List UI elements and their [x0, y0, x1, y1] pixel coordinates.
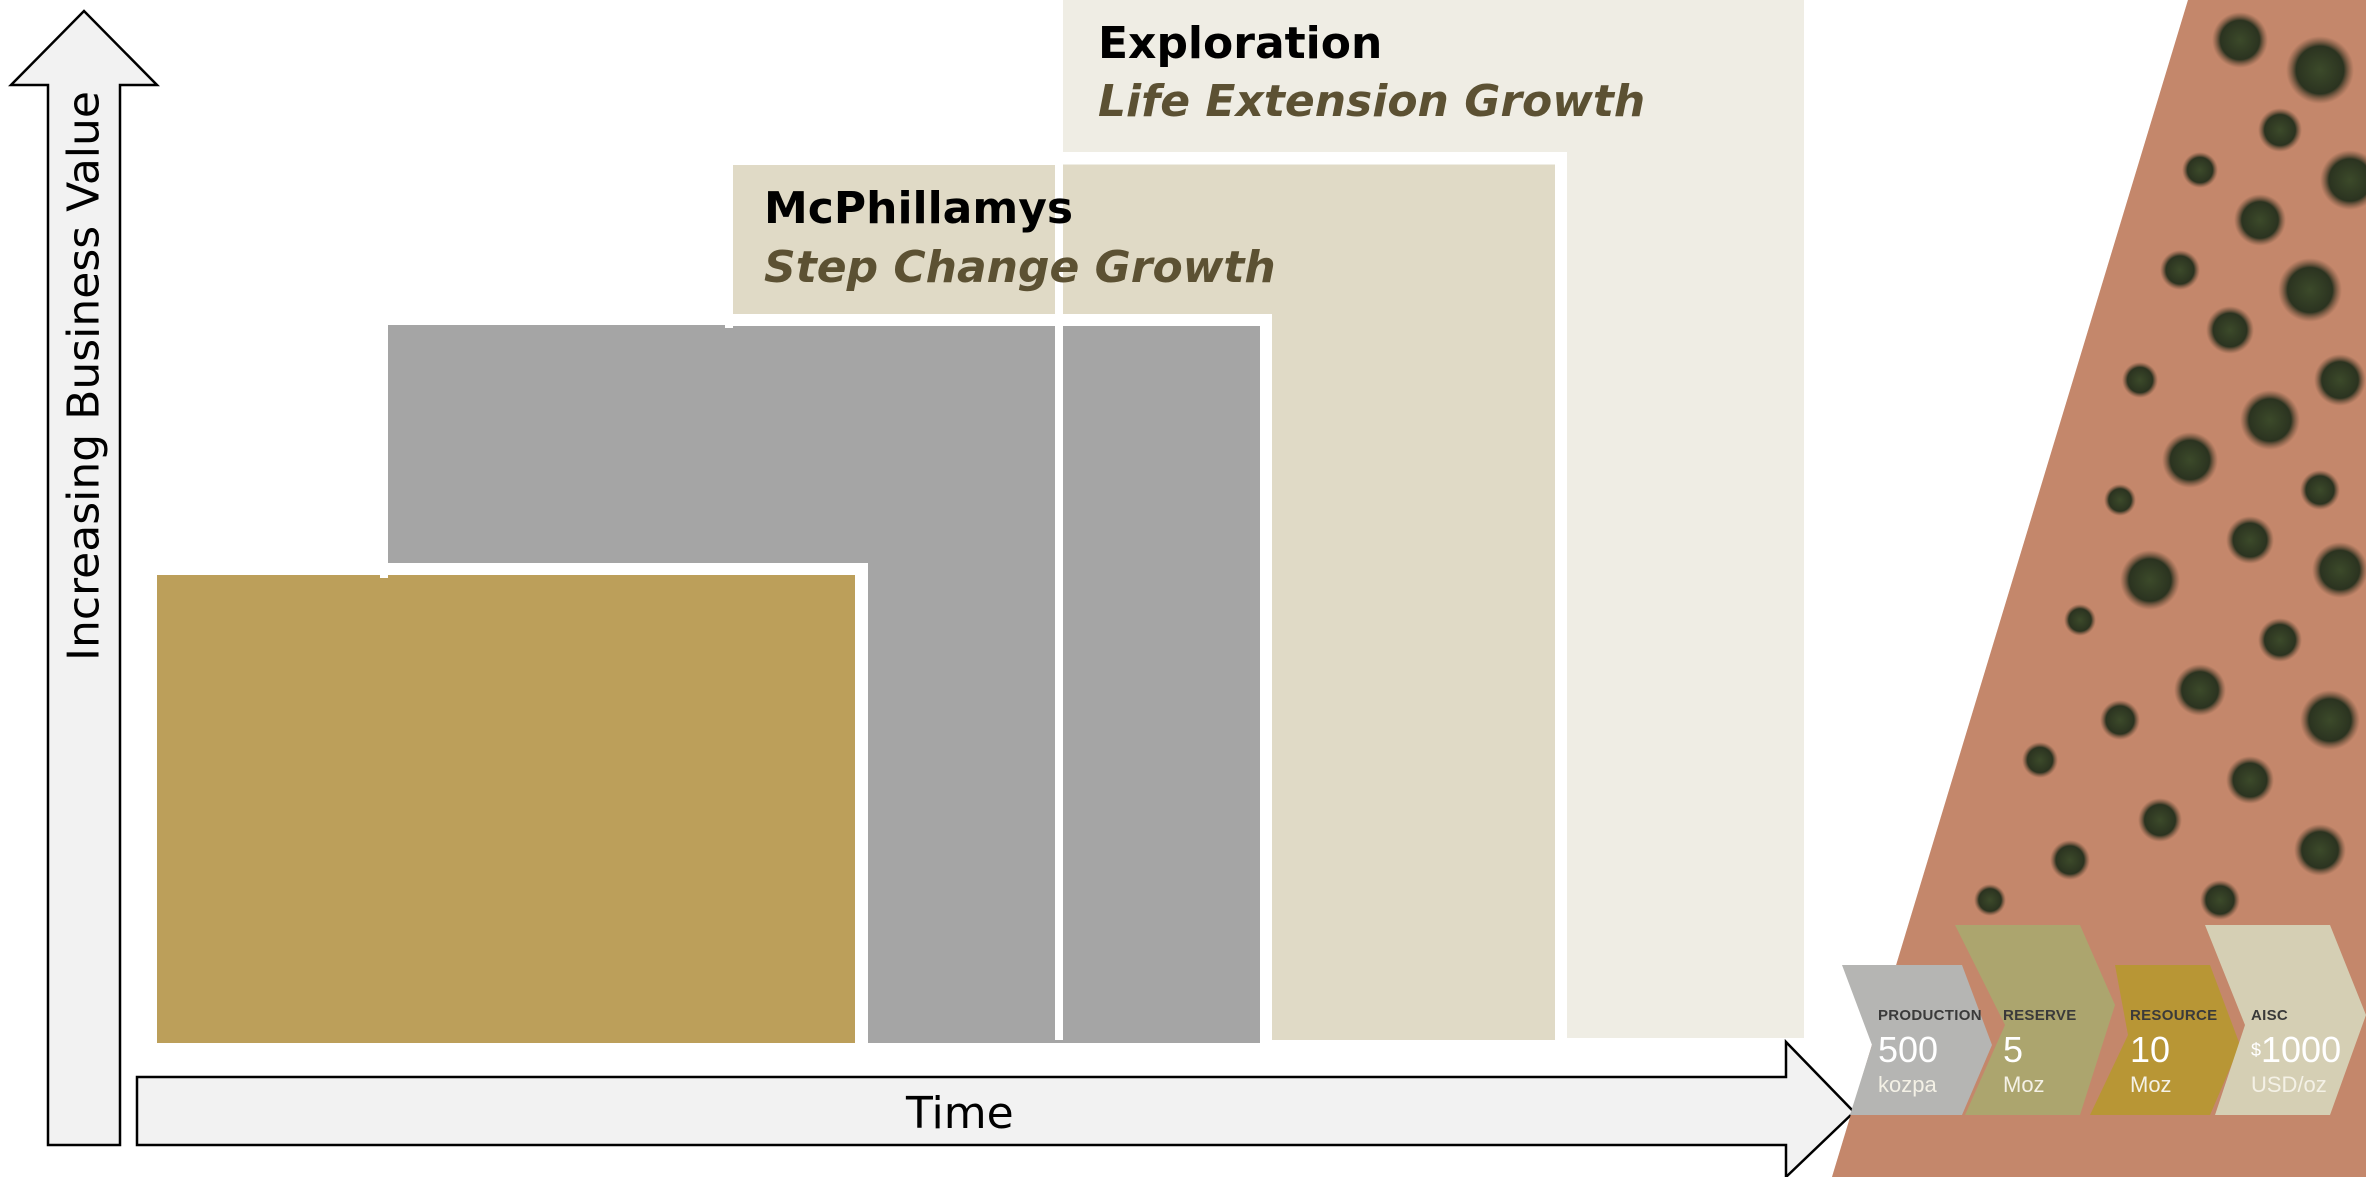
metric-caption: RESERVE	[2003, 1007, 2077, 1024]
base-operations-block	[157, 575, 855, 1043]
separator	[1555, 152, 1567, 1040]
metric-production: PRODUCTION 500 kozpa	[1842, 925, 1992, 1115]
separator	[1055, 0, 1063, 1040]
metric-prefix: $	[2251, 1040, 2262, 1060]
metric-caption: RESOURCE	[2130, 1007, 2218, 1024]
metric-unit: USD/oz	[2251, 1072, 2327, 1097]
metric-reserve: RESERVE 5 Moz	[1955, 925, 2115, 1115]
separator	[1260, 314, 1272, 1044]
metric-caption: AISC	[2251, 1007, 2289, 1024]
separator	[725, 314, 1271, 326]
separator	[725, 158, 733, 328]
separator	[855, 563, 868, 1043]
metric-unit: kozpa	[1878, 1072, 1937, 1097]
metric-caption: PRODUCTION	[1878, 1007, 1982, 1024]
separator	[1055, 152, 1567, 164]
exploration-title: Exploration	[1098, 18, 1383, 69]
x-axis-label: Time	[906, 1088, 1014, 1139]
exploration-subtitle: Life Extension Growth	[1098, 76, 1646, 127]
separator	[380, 318, 388, 578]
metric-value-number: 1000	[2261, 1029, 2342, 1070]
metric-value: $1000	[2251, 1030, 2341, 1070]
mcphillamys-subtitle: Step Change Growth	[764, 242, 1276, 293]
metric-value: 10	[2130, 1029, 2171, 1070]
metric-aisc: AISC $1000 USD/oz	[2205, 925, 2366, 1115]
metric-resource: RESOURCE 10 Moz	[2080, 925, 2240, 1115]
metric-value: 5	[2003, 1029, 2024, 1070]
metric-value: 500	[1878, 1029, 1939, 1070]
x-axis-arrow	[135, 1038, 1856, 1177]
metric-unit: Moz	[2130, 1072, 2172, 1097]
y-axis-arrow	[8, 9, 160, 1147]
mcphillamys-title: McPhillamys	[764, 183, 1074, 234]
separator	[380, 563, 868, 575]
metric-unit: Moz	[2003, 1072, 2045, 1097]
